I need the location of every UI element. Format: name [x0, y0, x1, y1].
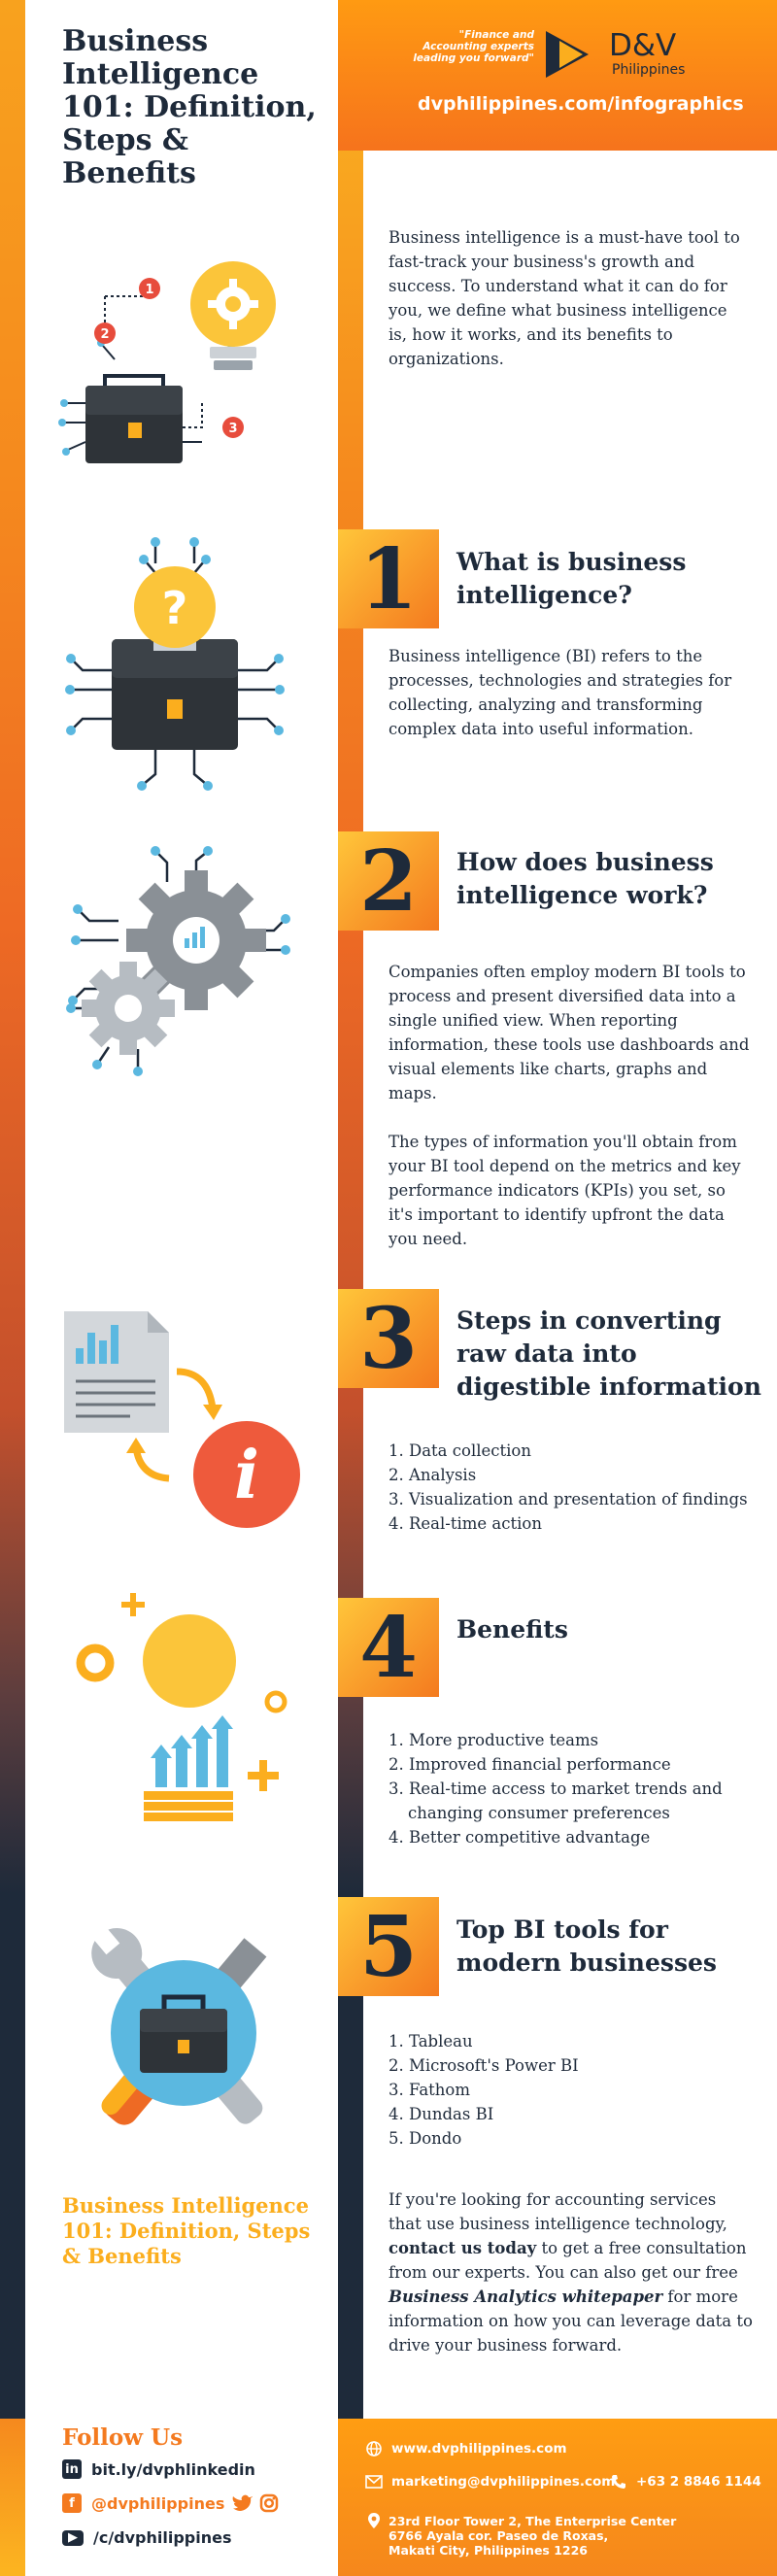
list-item: 4. Better competitive advantage	[388, 1828, 651, 1847]
mail-icon	[365, 2473, 383, 2491]
question-glyph: ?	[162, 582, 188, 634]
outro-text-3: for more information on how you can leve…	[388, 2288, 753, 2355]
section-4-title: Benefits	[456, 1615, 568, 1644]
section-2-body-2: The types of information you'll obtain f…	[388, 1133, 741, 1248]
section-2-title: How does business intelligence work?	[456, 848, 714, 909]
section-5-number-box: 5	[338, 1897, 439, 1996]
outro-text-1: If you're looking for accounting service…	[388, 2190, 727, 2233]
gears-chart-icon	[66, 846, 290, 1076]
youtube-row[interactable]: ▶ /c/dvphilippines	[62, 2528, 232, 2547]
footer-banner	[338, 2419, 777, 2576]
list-item: 2. Analysis	[388, 1466, 477, 1484]
section-3-title: Steps in converting raw data into digest…	[456, 1306, 761, 1401]
header-banner	[338, 0, 777, 151]
section-3-number: 3	[359, 1290, 418, 1388]
intro-paragraph: Business intelligence is a must-have too…	[388, 228, 740, 368]
section-1-title: What is business intelligence?	[456, 548, 687, 609]
section-5-list: 1. Tableau 2. Microsoft's Power BI 3. Fa…	[388, 2029, 754, 2151]
linkedin-link[interactable]: bit.ly/dvphlinkedin	[91, 2459, 255, 2479]
intro-badge-2: 2	[100, 327, 109, 342]
list-item: 3. Fathom	[388, 2081, 470, 2099]
follow-us-heading: Follow Us	[62, 2424, 184, 2451]
list-item: 3. Real-time access to market trends and…	[388, 1779, 723, 1822]
whitepaper-link[interactable]: Business Analytics whitepaper	[388, 2288, 663, 2306]
youtube-icon: ▶	[62, 2529, 84, 2546]
location-icon-wrap	[365, 2512, 391, 2529]
info-glyph: i	[234, 1437, 259, 1514]
social-row[interactable]: f @dvphilippines	[62, 2493, 279, 2513]
section-2-number-box: 2	[338, 831, 439, 931]
section-3-number-box: 3	[338, 1289, 439, 1388]
linkedin-icon: in	[62, 2459, 82, 2479]
bar-chart-coins-icon	[76, 1593, 287, 1821]
website-row[interactable]: www.dvphilippines.com	[365, 2440, 567, 2457]
section-5-title: Top BI tools for modern businesses	[456, 1915, 718, 1977]
page-title: Business Intelligence 101: Definition, S…	[62, 24, 317, 190]
phone-row[interactable]: +63 2 8846 1144	[610, 2473, 761, 2491]
logo-subtitle: Philippines	[612, 62, 686, 78]
section-1-number-box: 1	[338, 529, 439, 628]
youtube-link[interactable]: /c/dvphilippines	[93, 2528, 232, 2547]
address-block: 23rd Floor Tower 2, The Enterprise Cente…	[388, 2514, 676, 2558]
email-row[interactable]: marketing@dvphilippines.com	[365, 2473, 615, 2491]
list-item: 2. Microsoft's Power BI	[388, 2056, 579, 2075]
list-item: 2. Improved financial performance	[388, 1755, 671, 1774]
instagram-icon[interactable]	[259, 2493, 279, 2513]
contact-us-link[interactable]: contact us today	[388, 2239, 537, 2257]
list-item: 5. Dondo	[388, 2129, 462, 2148]
section-4-number-box: 4	[338, 1598, 439, 1697]
lightbulb-gear-icon: 1 2 3	[58, 261, 276, 463]
list-item: 1. Data collection	[388, 1441, 531, 1460]
email-link[interactable]: marketing@dvphilippines.com	[391, 2474, 616, 2490]
list-item: 4. Real-time action	[388, 1514, 542, 1533]
list-item: 1. Tableau	[388, 2032, 473, 2051]
header-url-link[interactable]: dvphilippines.com/infographics	[418, 93, 744, 115]
center-accent-stripe	[338, 0, 363, 2576]
linkedin-row[interactable]: in bit.ly/dvphlinkedin	[62, 2459, 255, 2479]
wrench-briefcase-icon	[91, 1925, 267, 2125]
phone-number[interactable]: +63 2 8846 1144	[636, 2474, 761, 2490]
phone-icon	[610, 2473, 627, 2491]
question-bulb-icon: ?	[65, 537, 285, 791]
address-line-1: 23rd Floor Tower 2, The Enterprise Cente…	[388, 2514, 677, 2528]
footer-title: Business Intelligence 101: Definition, S…	[62, 2193, 311, 2268]
section-4-list: 1. More productive teams 2. Improved fin…	[388, 1728, 754, 1849]
address-line-3: Makati City, Philippines 1226	[388, 2543, 588, 2558]
intro-badge-1: 1	[145, 283, 153, 297]
outro-paragraph: If you're looking for accounting service…	[388, 2187, 754, 2357]
left-accent-stripe	[0, 0, 25, 2576]
social-handle[interactable]: @dvphilippines	[91, 2493, 225, 2513]
section-2-number: 2	[359, 832, 418, 931]
logo-tagline: "Finance and Accounting experts leading …	[413, 29, 534, 64]
address-line-2: 6766 Ayala cor. Paseo de Roxas,	[388, 2528, 609, 2543]
list-item: 4. Dundas BI	[388, 2105, 494, 2123]
section-3-list: 1. Data collection 2. Analysis 3. Visual…	[388, 1439, 754, 1536]
section-4-number: 4	[359, 1599, 418, 1697]
globe-icon	[365, 2440, 383, 2457]
twitter-icon[interactable]	[232, 2493, 253, 2513]
logo-name: D&V	[609, 28, 677, 63]
location-icon	[365, 2512, 383, 2529]
list-item: 3. Visualization and presentation of fin…	[388, 1490, 748, 1508]
section-2-body: Companies often employ modern BI tools t…	[388, 963, 750, 1102]
document-chart-icon: i	[64, 1311, 300, 1528]
dv-logo-icon	[546, 31, 589, 78]
section-1-body: Business intelligence (BI) refers to the…	[388, 647, 732, 738]
intro-badge-3: 3	[228, 422, 237, 436]
section-1-number: 1	[359, 530, 418, 628]
section-5-number: 5	[359, 1898, 418, 1996]
list-item: 1. More productive teams	[388, 1731, 599, 1749]
outro-text-2: to get a free consultation from our expe…	[388, 2239, 747, 2282]
website-link[interactable]: www.dvphilippines.com	[391, 2441, 567, 2457]
facebook-icon[interactable]: f	[62, 2493, 82, 2513]
